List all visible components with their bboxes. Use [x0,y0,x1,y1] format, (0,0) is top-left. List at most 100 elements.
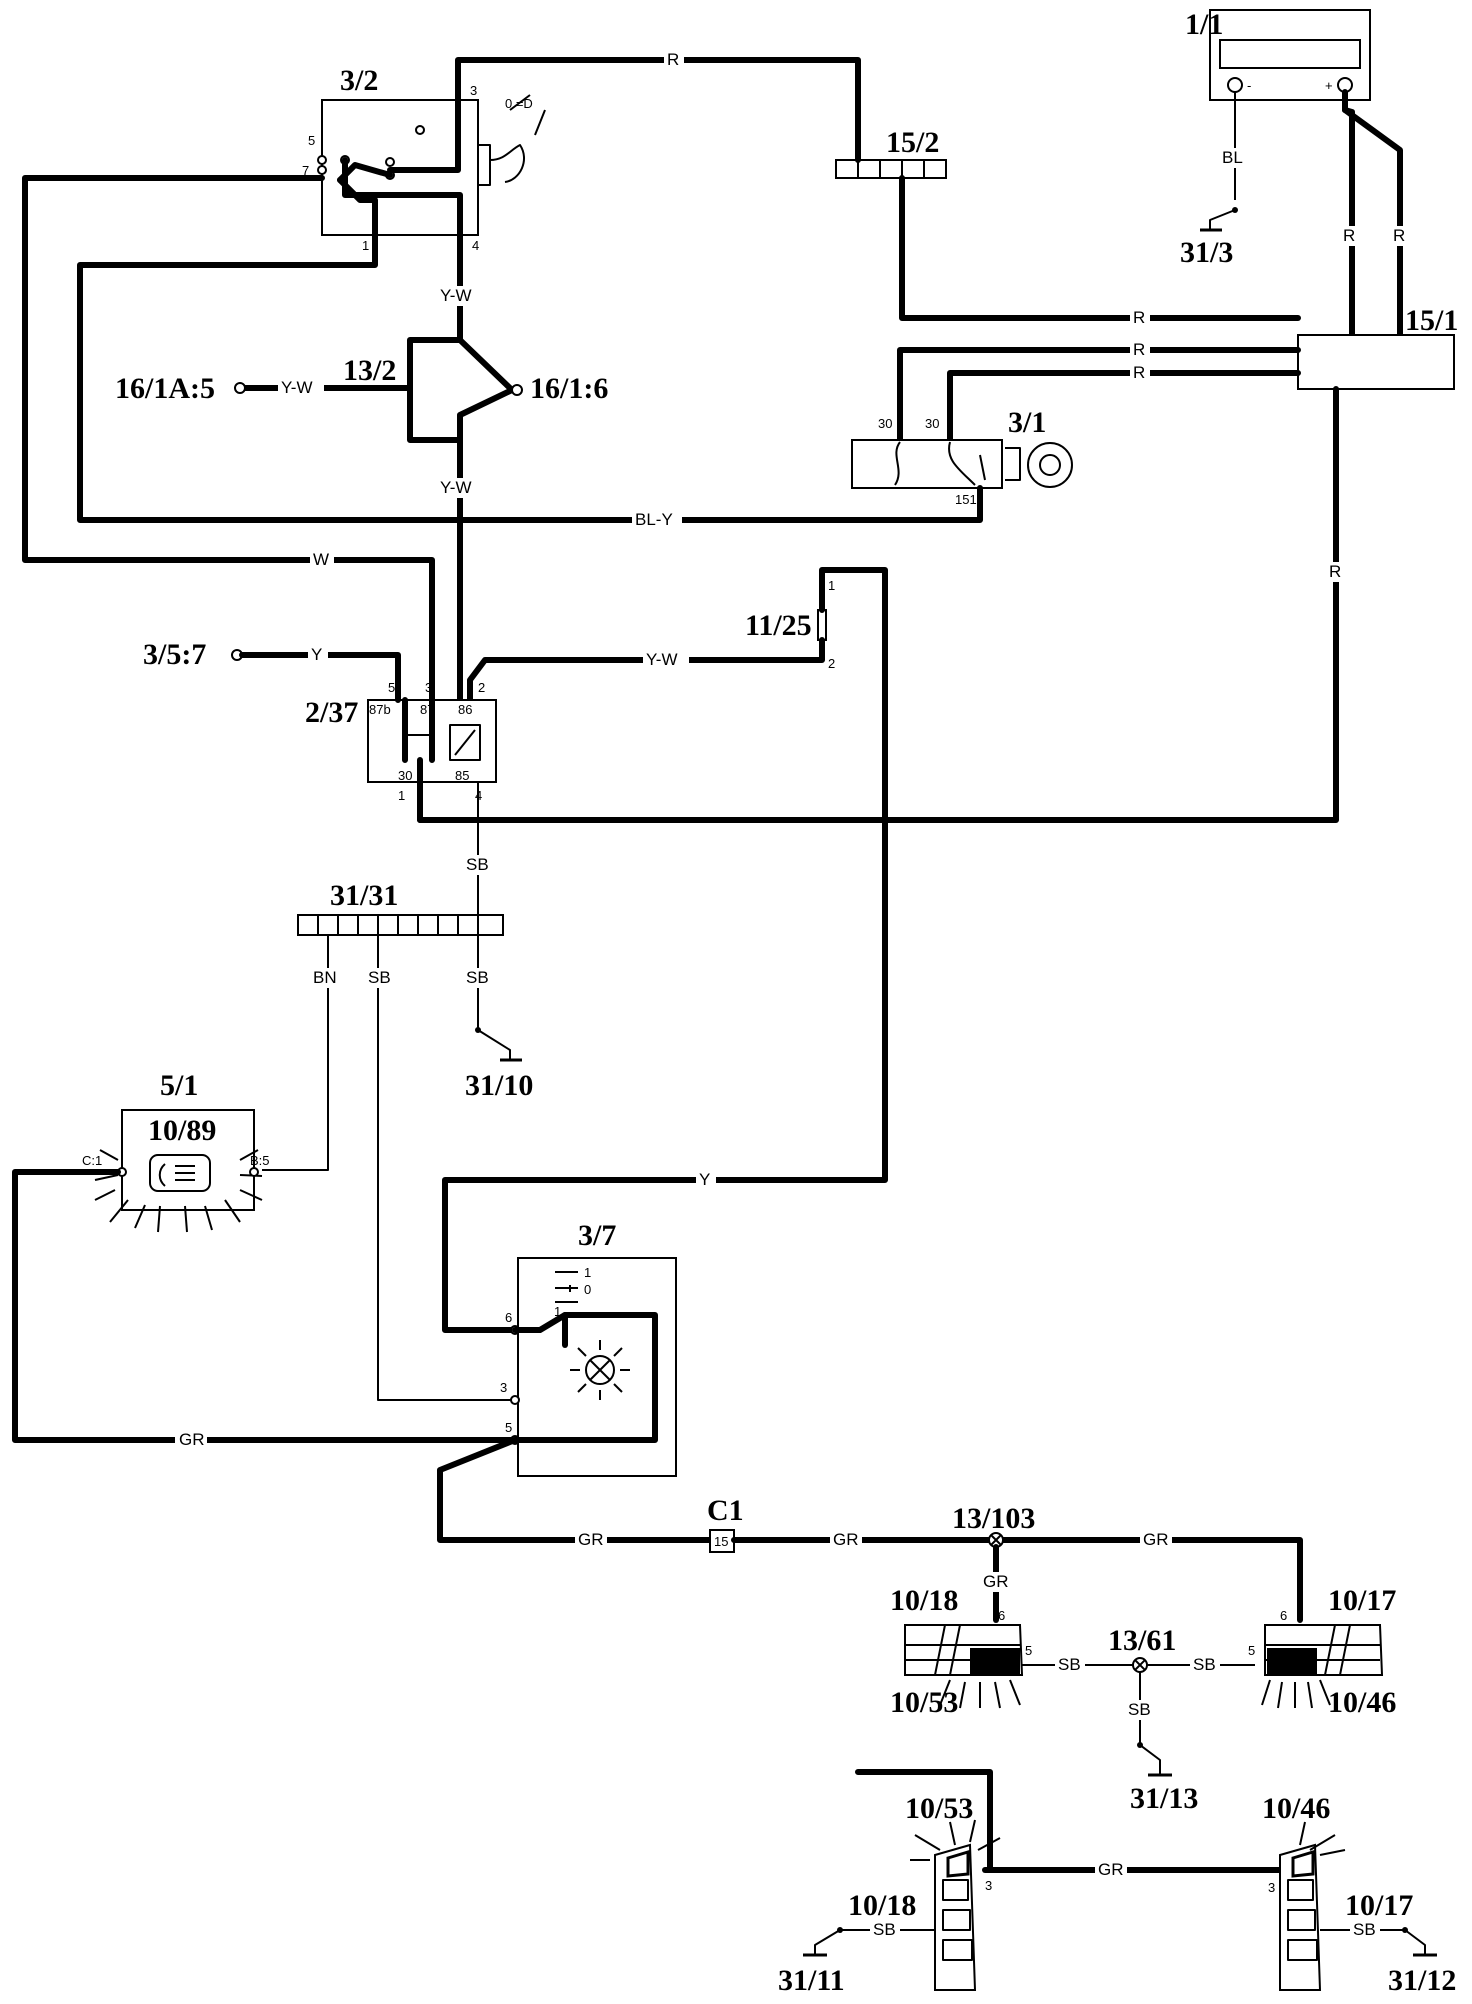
battery-plus-label: + [1325,78,1333,93]
svg-text:3: 3 [470,83,477,98]
svg-text:2: 2 [828,656,835,671]
wire-label-y-w: Y-W [646,650,678,669]
connector-c1: 15 C1 [707,1494,744,1553]
svg-text:B:5: B:5 [250,1153,270,1168]
lamp-10-53-vertical: 3 10/53 10/18 [848,1792,1001,1991]
wire-top-r [455,57,861,173]
fuse-11-25: 1 2 11/25 [745,578,835,671]
fuse-box-15-2: 15/2 [835,126,947,179]
lamp-10-46-vertical-label: 10/46 [1262,1792,1330,1825]
ground-31-13-label: 31/13 [1130,1782,1198,1815]
splice-13-103-label: 13/103 [952,1502,1035,1535]
wire-y-3-5-7 [239,652,401,703]
wire-label-gr: GR [1098,1860,1124,1879]
wire-label-gr: GR [578,1530,604,1549]
fuse-11-25-label: 11/25 [745,609,812,642]
svg-text:4: 4 [472,238,479,253]
conn-16-1-6-label: 16/1:6 [530,372,608,405]
fuse-box-15-2-label: 15/2 [886,126,939,159]
svg-text:30: 30 [878,416,892,431]
splice-13-61-label: 13/61 [1108,1624,1176,1657]
wire-label-gr: GR [983,1572,1009,1591]
lamp-10-17-vertical-label: 10/17 [1345,1889,1413,1922]
wire-y [442,567,888,1333]
svg-text:1: 1 [398,788,405,803]
wire-label-sb: SB [1128,1700,1151,1719]
svg-text:7: 7 [302,163,309,178]
svg-text:85: 85 [455,768,469,783]
wire-label-r: R [1343,226,1355,245]
wire-label-r: R [667,50,679,69]
wire-label-w: W [313,550,329,569]
svg-text:1: 1 [584,1265,591,1280]
ground-31-10-label: 31/10 [465,1069,533,1102]
lamp-10-17-label: 10/17 [1328,1584,1396,1617]
wire-label-y-w: Y-W [440,286,472,305]
ground-31-3-label: 31/3 [1180,236,1233,269]
connector-13-2-label: 13/2 [343,354,396,387]
conn-3-5-7-label: 3/5:7 [143,638,206,671]
svg-text:5: 5 [388,680,395,695]
wire-y-w-fuse [467,637,825,703]
battery-minus-label: - [1247,78,1251,93]
wire-label-sb: SB [1353,1920,1376,1939]
wire-label-sb: SB [368,968,391,987]
svg-text:1: 1 [554,1304,561,1319]
svg-text:30: 30 [398,768,412,783]
conn-16-1a-5-label: 16/1A:5 [115,372,215,405]
wire-label-r: R [1133,308,1145,327]
wire-15-2-to-15-1 [899,175,1301,321]
wire-bn [262,935,329,1171]
wire-label-gr: GR [1143,1530,1169,1549]
wire-label-r: R [1393,226,1405,245]
svg-text:15: 15 [714,1534,728,1549]
svg-text:1: 1 [828,578,835,593]
wire-w [22,175,435,763]
wire-label-sb: SB [466,855,489,874]
headlight-switch-label: 3/2 [340,64,378,97]
headlight-switch: 0 =D 5 7 3 1 4 3/2 [302,64,546,253]
svg-text:5: 5 [1025,1643,1032,1658]
wire-sb-ground [477,935,511,1060]
wire-label-r: R [1133,340,1145,359]
wire-label-sb: SB [1058,1655,1081,1674]
svg-text:1: 1 [362,238,369,253]
svg-text:2: 2 [478,680,485,695]
wire-label-y-w: Y-W [440,478,472,497]
battery-label: 1/1 [1185,8,1223,41]
splice-13-61: 13/61 [1108,1624,1176,1673]
wire-label-y: Y [699,1170,710,1189]
connector-c1-label: C1 [707,1494,744,1527]
wire-ign-30-b [947,370,1301,473]
fuse-box-15-1: 15/1 [1297,304,1458,390]
wire-battery-plus-2 [1342,107,1403,338]
ground-block-31-31-label: 31/31 [330,879,398,912]
wire-label-y: Y [311,645,322,664]
wire-label-bl: BL [1222,148,1243,167]
module-5-1-label: 5/1 [160,1069,198,1102]
lamp-10-53-label: 10/53 [890,1686,958,1719]
relay-2-37-label: 2/37 [305,696,358,729]
svg-text:C:1: C:1 [82,1153,102,1168]
svg-text:3: 3 [500,1380,507,1395]
svg-text:6: 6 [1280,1608,1287,1623]
svg-text:30: 30 [925,416,939,431]
fuse-box-15-1-label: 15/1 [1405,304,1458,337]
svg-text:3: 3 [1268,1880,1275,1895]
battery: - + 1/1 [1185,8,1371,101]
lamp-10-18-vertical-label: 10/18 [848,1889,916,1922]
wire-gr-5-1 [12,1169,518,1443]
svg-text:5: 5 [1248,1643,1255,1658]
wire-gr-bus [731,1537,1303,1623]
wire-15-1-to-relay-30 [417,386,1339,823]
wire-label-sb: SB [873,1920,896,1939]
lamp-10-46-label: 10/46 [1328,1686,1396,1719]
ignition-switch: 30 30 151 3/1 [851,406,1073,507]
svg-text:3: 3 [985,1878,992,1893]
lamp-10-18: 6 5 10/18 10/53 [890,1584,1032,1719]
svg-text:151: 151 [955,492,977,507]
svg-text:3: 3 [425,680,432,695]
svg-text:6: 6 [998,1608,1005,1623]
ground-31-12-label: 31/12 [1388,1964,1456,1997]
